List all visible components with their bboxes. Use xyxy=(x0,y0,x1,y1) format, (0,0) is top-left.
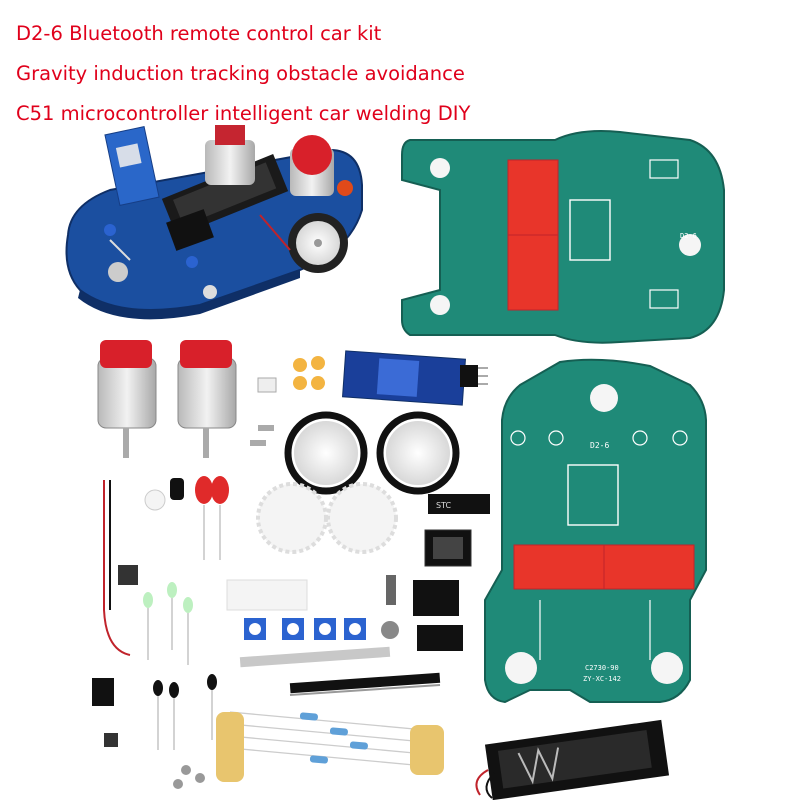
headline-line-1: D2-6 Bluetooth remote control car kit xyxy=(16,22,382,45)
small-parts-top xyxy=(250,356,325,446)
headline-line-2: Gravity induction tracking obstacle avoi… xyxy=(16,62,465,85)
bluetooth-module xyxy=(342,350,488,406)
ic-chips: STC xyxy=(413,494,490,651)
chip-mark-label: STC xyxy=(436,501,451,510)
battery-holder xyxy=(475,719,670,800)
pcb-part-number: C2730-90 xyxy=(585,664,619,672)
motors xyxy=(97,340,237,458)
pin-headers xyxy=(239,646,441,696)
headline-line-3: C51 microcontroller intelligent car weld… xyxy=(16,102,471,125)
bare-pcb-top: D2-6 xyxy=(401,130,725,344)
resistors-and-capacitors xyxy=(173,711,444,789)
gears xyxy=(144,482,398,611)
assembled-car xyxy=(65,125,363,320)
pcb-part-number-2: ZY-XC-142 xyxy=(583,675,621,683)
wheels xyxy=(284,411,460,495)
pcb-top-model-label: D2-6 xyxy=(680,232,697,240)
pcb-board-main: D2-6 C2730-90 ZY-XC-142 xyxy=(484,358,707,704)
leds-and-sensors xyxy=(92,476,229,750)
potentiometers xyxy=(244,575,399,640)
pcb-model-label: D2-6 xyxy=(590,441,609,450)
